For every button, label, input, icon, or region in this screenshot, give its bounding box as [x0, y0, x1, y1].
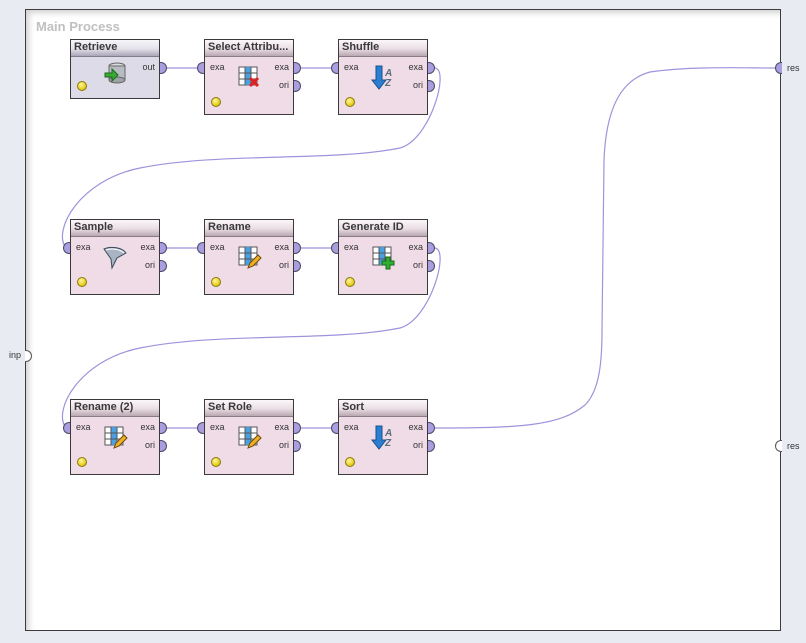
operator-title: Shuffle [339, 40, 427, 57]
table-remove-icon [238, 66, 260, 88]
sort-az-icon: A Z [370, 65, 392, 90]
operator-title: Rename [205, 220, 293, 237]
port-label-out-ori: ori [278, 260, 289, 270]
port-label-in: exa [210, 62, 225, 72]
port-label-in: exa [344, 422, 359, 432]
status-indicator [77, 457, 87, 467]
status-indicator [211, 457, 221, 467]
port-label-out-exa: exa [140, 242, 155, 252]
port-label-out-ori: ori [412, 80, 423, 90]
process-input-port-label: inp [9, 350, 22, 360]
port-label-out: out [142, 62, 155, 72]
port-label-out-exa: exa [274, 62, 289, 72]
generate-id-input-port[interactable] [331, 242, 338, 254]
operator-generate-id[interactable]: Generate ID exa exa ori [338, 219, 428, 295]
shuffle-input-port[interactable] [331, 62, 338, 74]
status-indicator [345, 277, 355, 287]
operator-sample[interactable]: Sample exa exa ori [70, 219, 160, 295]
status-indicator [77, 277, 87, 287]
port-label-out-exa: exa [408, 242, 423, 252]
status-indicator [345, 97, 355, 107]
table-edit-icon [238, 246, 262, 269]
operator-title: Select Attribu... [205, 40, 293, 57]
operator-select-attributes[interactable]: Select Attribu... exa exa ori [204, 39, 294, 115]
status-indicator [211, 97, 221, 107]
svg-text:Z: Z [384, 78, 392, 89]
operator-rename[interactable]: Rename exa exa ori [204, 219, 294, 295]
port-label-out-exa: exa [140, 422, 155, 432]
port-label-in: exa [344, 62, 359, 72]
set-role-input-port[interactable] [197, 422, 204, 434]
port-label-in: exa [344, 242, 359, 252]
svg-text:A: A [384, 428, 392, 439]
svg-text:A: A [384, 68, 392, 79]
operator-retrieve[interactable]: Retrieve out [70, 39, 160, 99]
port-label-out-exa: exa [408, 62, 423, 72]
port-label-out-ori: ori [412, 440, 423, 450]
database-retrieve-icon [104, 62, 126, 84]
port-label-out-ori: ori [278, 440, 289, 450]
table-add-icon [372, 246, 395, 270]
rename-input-port[interactable] [197, 242, 204, 254]
status-indicator [211, 277, 221, 287]
select-attributes-input-port[interactable] [197, 62, 204, 74]
operator-title: Set Role [205, 400, 293, 417]
operator-title: Generate ID [339, 220, 427, 237]
sort-az-icon: A Z [370, 425, 392, 450]
operator-shuffle[interactable]: Shuffle exa exa ori A Z [338, 39, 428, 115]
port-label-in: exa [76, 242, 91, 252]
operator-title: Rename (2) [71, 400, 159, 417]
port-label-out-ori: ori [144, 260, 155, 270]
port-label-in: exa [76, 422, 91, 432]
port-label-out-ori: ori [144, 440, 155, 450]
status-indicator [77, 81, 87, 91]
process-result-port-2-label: res [787, 441, 800, 451]
table-edit-icon [104, 426, 128, 449]
port-label-out-exa: exa [408, 422, 423, 432]
rename-2-input-port[interactable] [63, 422, 70, 434]
operator-rename-2[interactable]: Rename (2) exa exa ori [70, 399, 160, 475]
svg-text:Z: Z [384, 438, 392, 449]
status-indicator [345, 457, 355, 467]
operator-sort[interactable]: Sort exa exa ori A Z [338, 399, 428, 475]
port-label-out-exa: exa [274, 242, 289, 252]
table-edit-icon [238, 426, 262, 449]
operator-title: Retrieve [71, 40, 159, 57]
operator-title: Sort [339, 400, 427, 417]
process-result-port-1-label: res [787, 63, 800, 73]
port-label-out-exa: exa [274, 422, 289, 432]
port-label-in: exa [210, 422, 225, 432]
process-result-port-1[interactable] [775, 62, 782, 74]
port-label-in: exa [210, 242, 225, 252]
process-result-port-2[interactable] [775, 440, 782, 452]
funnel-icon [103, 246, 127, 270]
port-label-out-ori: ori [278, 80, 289, 90]
sample-input-port[interactable] [63, 242, 70, 254]
operator-title: Sample [71, 220, 159, 237]
process-title: Main Process [36, 19, 120, 34]
port-label-out-ori: ori [412, 260, 423, 270]
operator-set-role[interactable]: Set Role exa exa ori [204, 399, 294, 475]
sort-input-port[interactable] [331, 422, 338, 434]
